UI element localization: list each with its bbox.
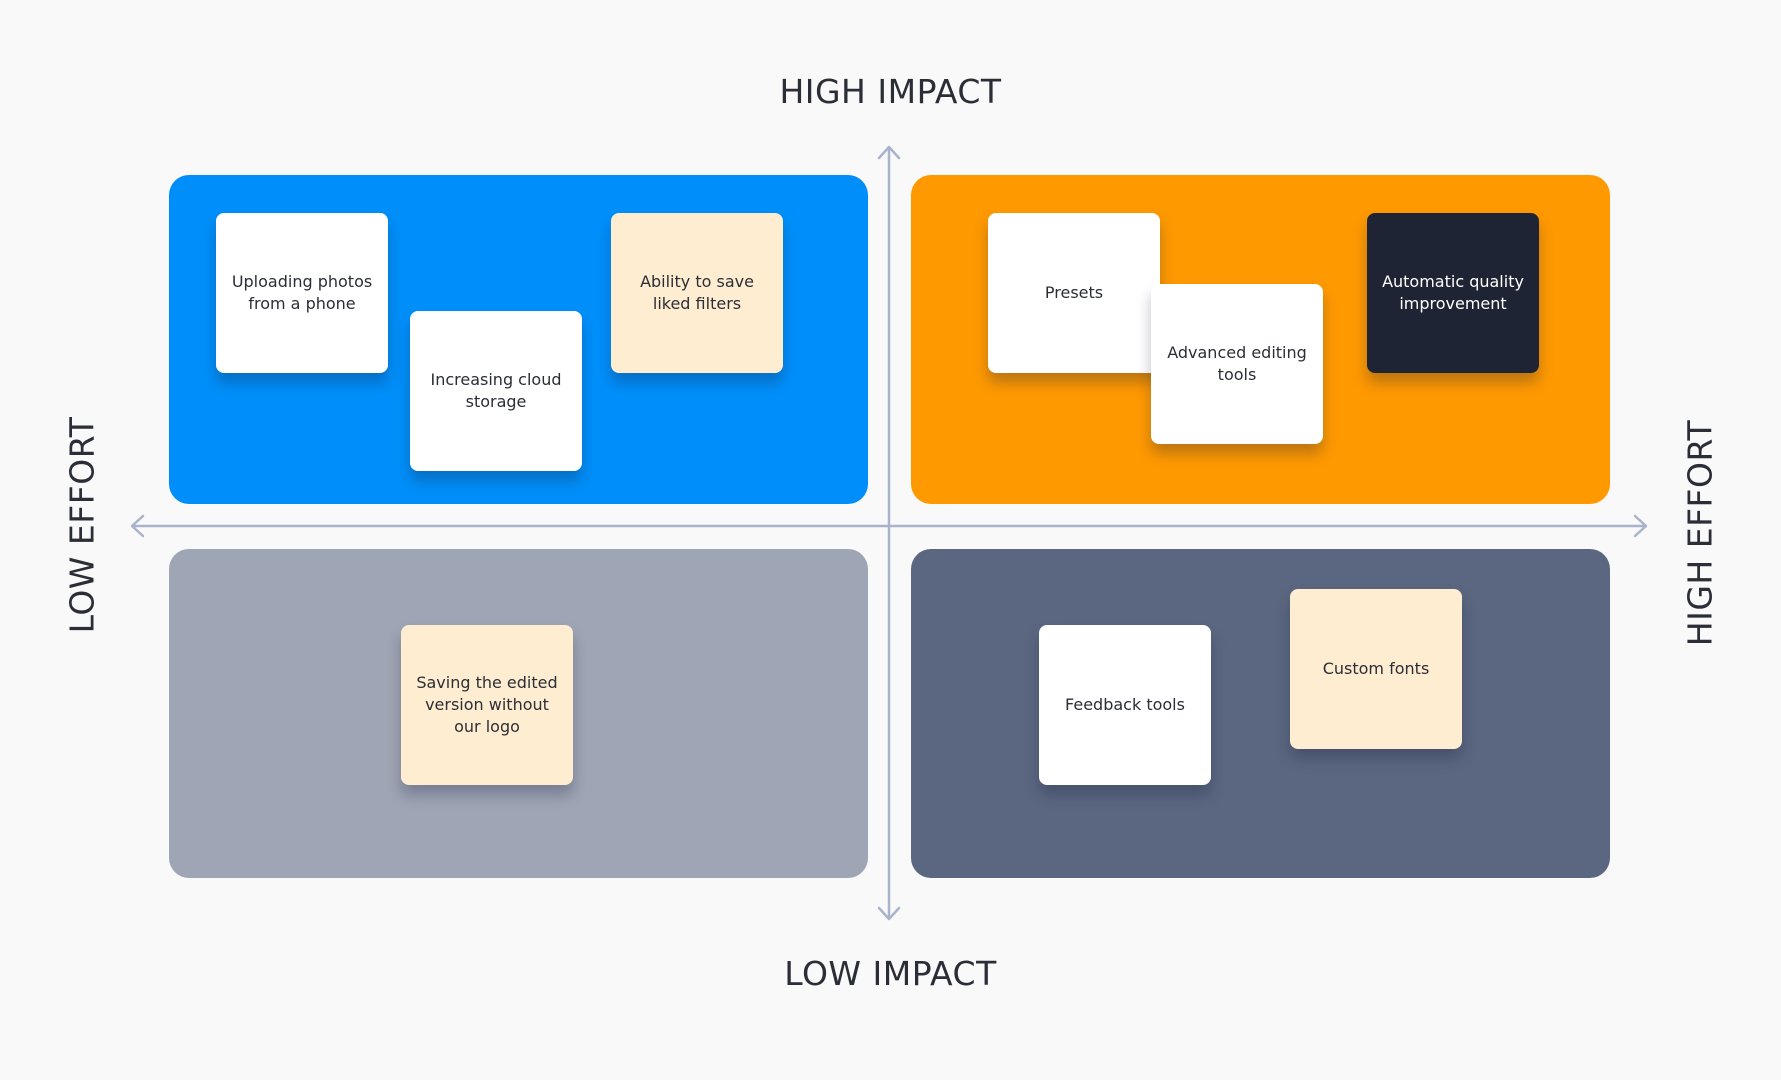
quadrant-low-impact-high-effort bbox=[911, 549, 1610, 878]
card-save-liked-filters[interactable]: Ability to save liked filters bbox=[611, 213, 783, 373]
card-presets[interactable]: Presets bbox=[988, 213, 1160, 373]
arrow-up-icon bbox=[877, 145, 901, 160]
card-custom-fonts[interactable]: Custom fonts bbox=[1290, 589, 1462, 749]
arrow-down-icon bbox=[877, 906, 901, 921]
card-feedback-tools[interactable]: Feedback tools bbox=[1039, 625, 1211, 785]
card-uploading-photos[interactable]: Uploading photos from a phone bbox=[216, 213, 388, 373]
arrow-right-icon bbox=[1633, 514, 1648, 538]
card-automatic-quality-improvement[interactable]: Automatic quality improvement bbox=[1367, 213, 1539, 373]
arrow-left-icon bbox=[130, 514, 145, 538]
axis-label-high-impact: HIGH IMPACT bbox=[779, 72, 1002, 111]
card-increasing-cloud-storage[interactable]: Increasing cloud storage bbox=[410, 311, 582, 471]
horizontal-axis bbox=[130, 514, 1648, 538]
card-saving-without-logo[interactable]: Saving the edited version without our lo… bbox=[401, 625, 573, 785]
axis-label-high-effort: HIGH EFFORT bbox=[1680, 419, 1720, 647]
axis-label-low-impact: LOW IMPACT bbox=[784, 954, 997, 993]
vertical-axis bbox=[877, 145, 901, 921]
card-advanced-editing-tools[interactable]: Advanced editing tools bbox=[1151, 284, 1323, 444]
axis-label-low-effort: LOW EFFORT bbox=[62, 416, 102, 634]
